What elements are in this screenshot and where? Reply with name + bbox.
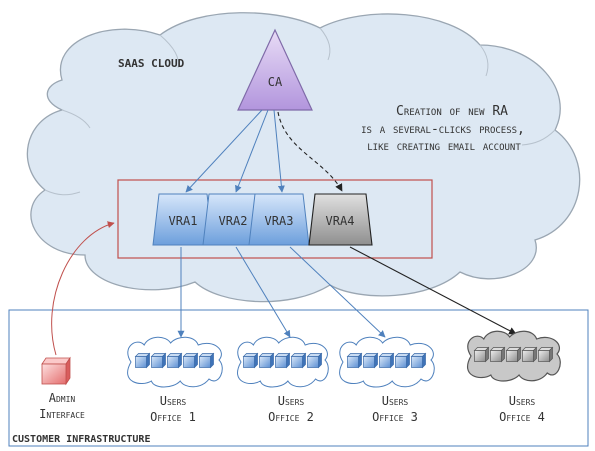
user-icon xyxy=(150,352,167,369)
note-line-1: Creation of new RA xyxy=(396,104,508,119)
ca-label: CA xyxy=(268,75,283,89)
note-line-2: is a several-clicks process, xyxy=(361,122,525,137)
arrow-ca-vra4-dashed xyxy=(277,111,343,192)
user-icon xyxy=(346,352,363,369)
user-icon xyxy=(537,346,554,363)
user-icon xyxy=(473,346,490,363)
customer-label: CUSTOMER INFRASTRUCTURE xyxy=(12,434,150,445)
user-icon xyxy=(505,346,522,363)
vra2-label: VRA2 xyxy=(219,214,248,228)
user-icon xyxy=(394,352,411,369)
arrow-ca-vra3 xyxy=(273,109,285,193)
user-icon xyxy=(290,352,307,369)
cloud-label: SAAS CLOUD xyxy=(118,57,185,70)
user-icon xyxy=(521,346,538,363)
vra2: VRA2 xyxy=(202,193,264,246)
ca-to-vra-arrows xyxy=(185,109,343,193)
admin-label-line-2: Interface xyxy=(39,407,85,421)
admin-cube xyxy=(41,356,71,386)
user-icon xyxy=(362,352,379,369)
note-line-3: like creating email account xyxy=(367,139,521,154)
user-icon xyxy=(198,352,215,369)
user-icon xyxy=(378,352,395,369)
arrow-ca-vra1 xyxy=(185,109,263,193)
arrow-ca-vra2 xyxy=(235,109,269,193)
user-icon xyxy=(274,352,291,369)
vra-group-frame xyxy=(117,179,433,259)
arrow-vra2-office2 xyxy=(235,246,291,338)
user-icon xyxy=(182,352,199,369)
arrow-admin-to-vras xyxy=(51,221,115,356)
office-1-label-line-2: Office 1 xyxy=(150,410,196,424)
customer-infrastructure-box xyxy=(8,309,589,447)
office-2-label-line-1: Users xyxy=(278,394,305,408)
office-1-label-line-1: Users xyxy=(160,394,187,408)
user-icon xyxy=(134,352,151,369)
admin-label-line-1: Admin xyxy=(49,391,76,405)
user-icon xyxy=(166,352,183,369)
office-3-label-line-2: Office 3 xyxy=(372,410,418,424)
office-4-label-line-1: Users xyxy=(509,394,536,408)
user-icon xyxy=(242,352,259,369)
note: Creation of new RA is a several-clicks p… xyxy=(361,104,525,154)
vra4: VRA4 xyxy=(308,193,373,246)
arrow-vra4-office4 xyxy=(349,246,517,335)
ca-node xyxy=(237,28,313,111)
vra3-label: VRA3 xyxy=(265,214,294,228)
user-icon xyxy=(410,352,427,369)
arrow-vra3-office3 xyxy=(289,246,386,338)
vra3: VRA3 xyxy=(248,193,310,246)
user-icon xyxy=(306,352,323,369)
office-2-label-line-2: Office 2 xyxy=(268,410,314,424)
office-3-label-line-1: Users xyxy=(382,394,409,408)
user-icon xyxy=(489,346,506,363)
vra4-label: VRA4 xyxy=(326,214,355,228)
user-icon xyxy=(258,352,275,369)
vra-to-office-arrows xyxy=(177,246,517,338)
vra1-label: VRA1 xyxy=(169,214,198,228)
office-4-label-line-2: Office 4 xyxy=(499,410,545,424)
